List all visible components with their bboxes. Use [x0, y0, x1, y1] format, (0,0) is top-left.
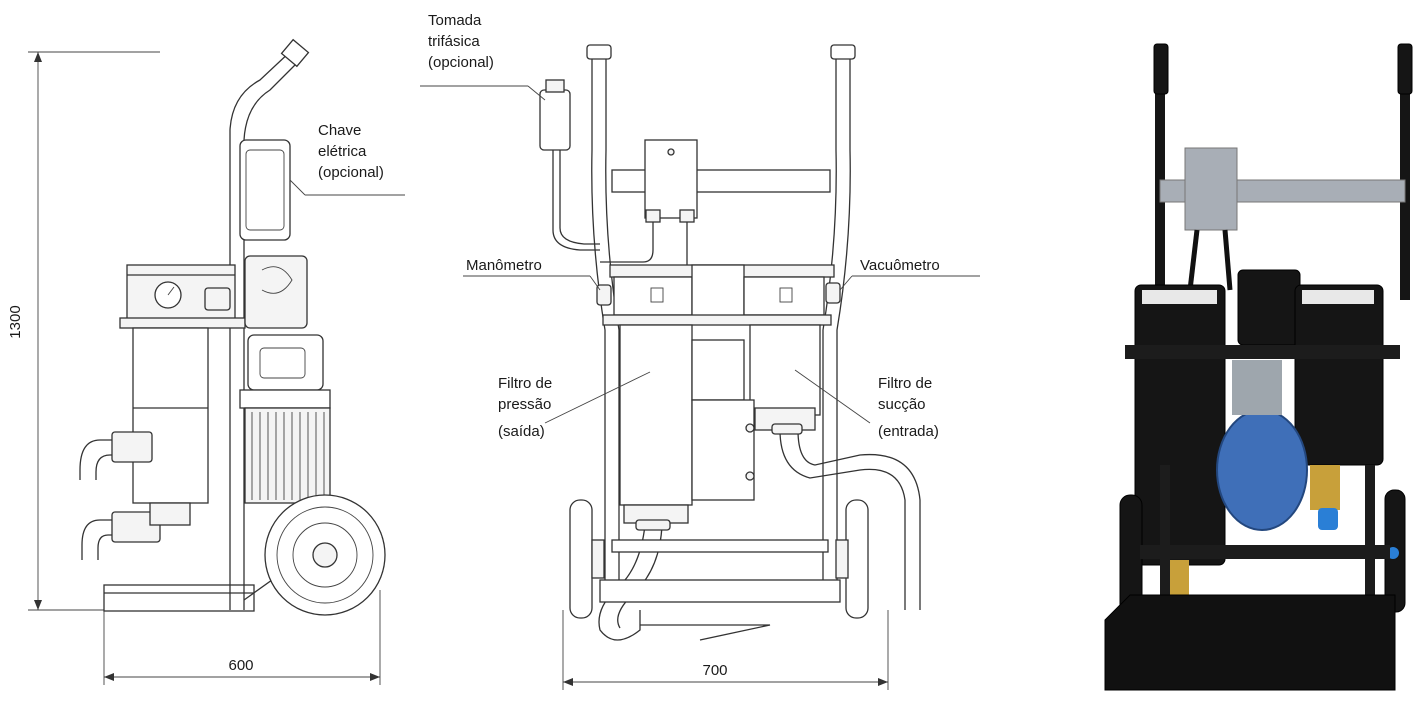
front-width-dimension: 700: [702, 662, 727, 679]
electrical-switch-box: [239, 139, 291, 241]
callout-suction-filter: Filtro de sucção (entrada): [878, 375, 939, 440]
front-view-drawing: 700: [420, 12, 980, 690]
callout-electrical-switch: Chave elétrica (opcional): [318, 122, 384, 181]
photo-suction-filter: [1294, 284, 1384, 466]
pressure-filter-canister: [619, 324, 693, 506]
side-height-dimension: 1300: [7, 305, 24, 338]
photo-motor: [1216, 409, 1308, 531]
three-phase-socket-icon: [539, 89, 571, 151]
side-width-dimension: 600: [228, 657, 253, 674]
side-motor: [244, 407, 331, 504]
photo-base-tray: [1104, 594, 1396, 691]
side-view-drawing: 1300 600: [7, 38, 405, 685]
right-filter-head: [743, 276, 825, 316]
callout-three-phase-socket: Tomada trifásica (opcional): [428, 12, 494, 71]
front-left-wheel: [569, 499, 593, 619]
front-right-wheel: [845, 499, 869, 619]
callout-vacuum-gauge: Vacuômetro: [860, 257, 940, 274]
left-filter-head: [613, 276, 693, 316]
photo-electrical-box: [1184, 147, 1238, 231]
suction-filter-canister: [749, 324, 821, 416]
callout-pressure-filter: Filtro de pressão (saída): [498, 375, 556, 440]
vacuum-gauge-front-icon: [825, 282, 841, 304]
photo-pressure-filter: [1134, 284, 1226, 566]
callout-pressure-gauge: Manômetro: [466, 257, 542, 274]
pressure-gauge-front-icon: [596, 284, 612, 306]
side-filter-canister: [132, 327, 209, 504]
filter-cart-photo: [1104, 43, 1413, 691]
